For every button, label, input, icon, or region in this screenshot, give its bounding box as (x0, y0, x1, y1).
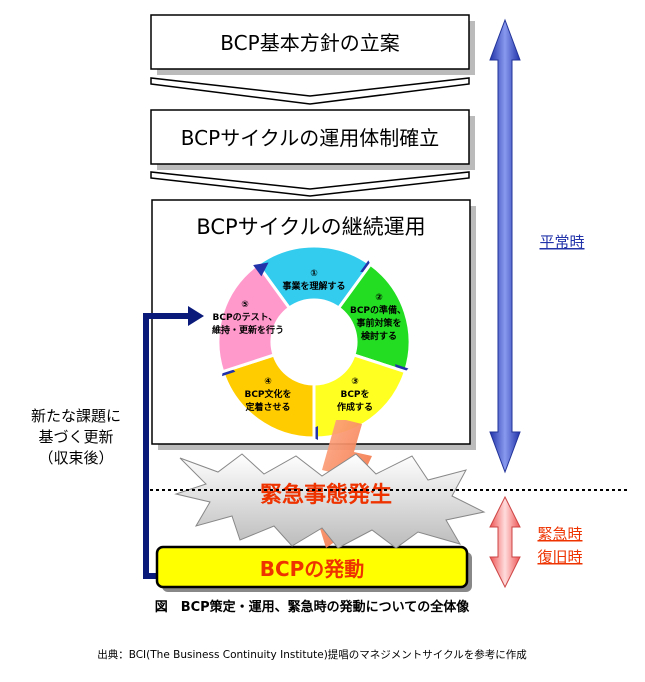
cycle-seg-3-line1: BCPを (340, 389, 369, 400)
cycle-seg-3: ③ BCPを 作成する (337, 377, 373, 413)
cycle-seg-2-line3: 検討する (361, 330, 397, 342)
cycle-seg-2-num: ② (375, 293, 383, 303)
step2-box: BCPサイクルの運用体制確立 (150, 109, 475, 170)
cycle-seg-4: ④ BCP文化を 定着させる (244, 377, 291, 413)
cycle-arrow-5 (253, 262, 269, 277)
emergency-burst: 緊急事態発生 (174, 453, 486, 549)
step1-box: BCP基本方針の立案 (150, 14, 475, 75)
cycle-seg-1: ① 事業を理解する (282, 269, 345, 292)
cycle-seg-5-line1: BCPのテスト、 (213, 312, 278, 323)
cycle-segment-1 (255, 244, 373, 311)
bcp-cycle-ring (216, 244, 412, 440)
cycle-seg-4-num: ④ (264, 377, 272, 387)
cycle-segment-2 (336, 262, 412, 374)
step2-label: BCPサイクルの運用体制確立 (181, 126, 439, 150)
cycle-seg-2: ② BCPの準備、 事前対策を 検討する (350, 293, 406, 342)
cycle-segment-5 (216, 262, 292, 374)
emergency-time-label-line2: 復旧時 (537, 548, 582, 566)
bcp-activation-box: BCPの発動 (155, 545, 472, 592)
cycle-seg-5-line2: 維持・更新を行う (212, 324, 284, 336)
down-chevron-2 (150, 171, 470, 197)
cycle-seg-3-line2: 作成する (337, 401, 373, 413)
update-label-line3: （収束後） (38, 449, 113, 467)
cycle-seg-4-line1: BCP文化を (244, 388, 291, 400)
emergency-label: 緊急事態発生 (260, 482, 392, 508)
cycle-seg-1-text: 事業を理解する (282, 280, 345, 292)
source-note: 出典：BCI(The Business Continuity Institute… (97, 648, 527, 661)
down-chevron-1 (150, 77, 470, 105)
cycle-segment-4 (220, 353, 316, 440)
cycle-seg-4-line2: 定着させる (244, 401, 290, 413)
normal-time-arrow (489, 18, 521, 474)
update-label: 新たな課題に 基づく更新 （収束後） (31, 407, 121, 467)
cycle-seg-5: ⑤ BCPのテスト、 維持・更新を行う (212, 300, 284, 336)
step1-label: BCP基本方針の立案 (220, 31, 399, 55)
normal-time-label: 平常時 (539, 233, 584, 251)
emergency-time-arrow (489, 495, 521, 589)
cycle-seg-2-line1: BCPの準備、 (350, 304, 406, 316)
figure-caption: 図 BCP策定・運用、緊急時の発動についての全体像 (155, 599, 471, 615)
update-label-line1: 新たな課題に (31, 407, 121, 425)
step3-title: BCPサイクルの継続運用 (196, 215, 425, 239)
cycle-seg-3-num: ③ (351, 377, 359, 387)
activation-label: BCPの発動 (260, 557, 365, 581)
emergency-time-label-line1: 緊急時 (537, 525, 582, 543)
cycle-segment-3 (312, 353, 408, 440)
cycle-seg-5-num: ⑤ (241, 300, 249, 310)
cycle-seg-2-line2: 事前対策を (356, 317, 401, 329)
update-label-line2: 基づく更新 (38, 428, 113, 446)
cycle-seg-1-num: ① (310, 269, 318, 279)
